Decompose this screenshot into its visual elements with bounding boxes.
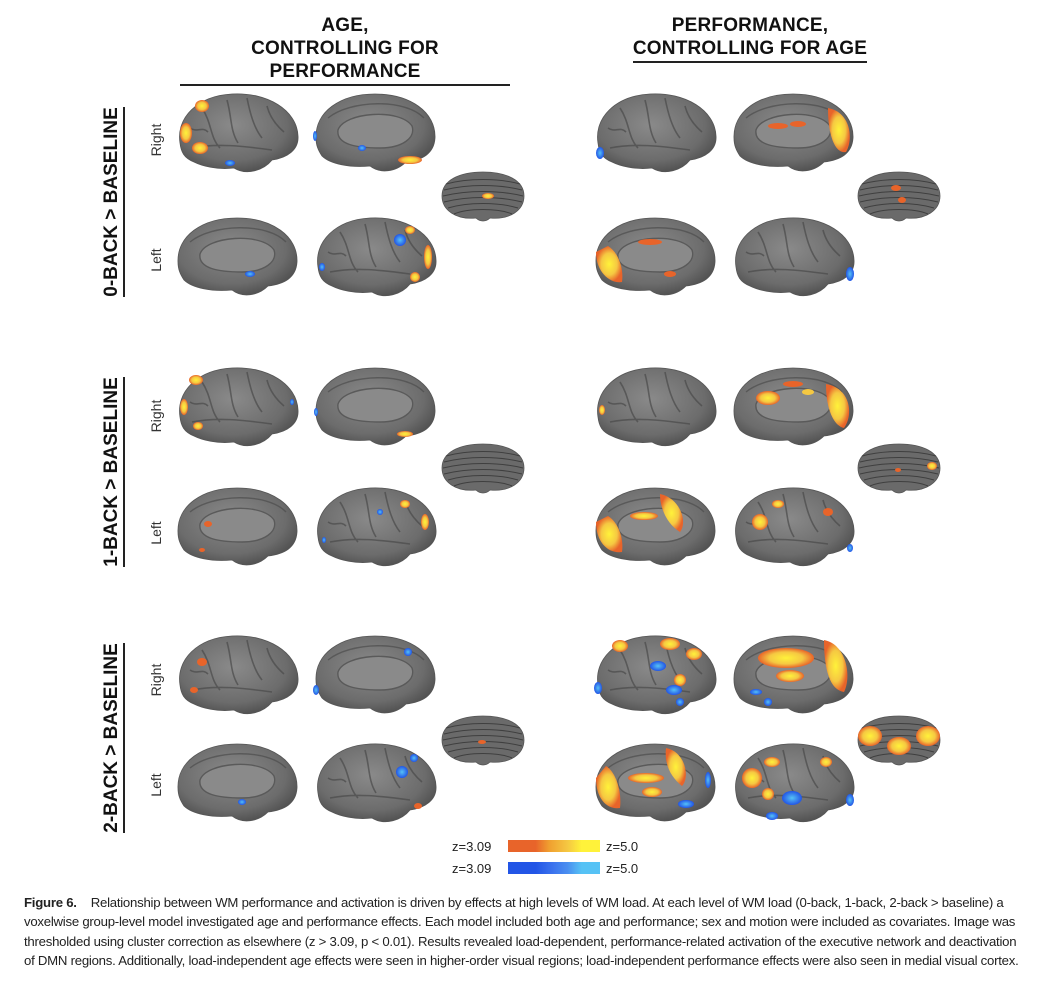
legend-positive: z=3.09 z=5.0 bbox=[452, 835, 638, 857]
cerebellum-age-0back bbox=[438, 168, 528, 224]
brain-perf-2back-left-lateral bbox=[728, 738, 858, 828]
side-label-right-2: Right bbox=[148, 663, 164, 697]
brain-age-2back-right-medial bbox=[313, 630, 440, 720]
brain-age-0back-right-lateral bbox=[172, 88, 302, 178]
brain-perf-1back-left-medial bbox=[590, 482, 720, 572]
brain-perf-0back-left-medial bbox=[590, 212, 720, 302]
side-label-left-2: Left bbox=[148, 773, 164, 797]
brain-age-0back-right-medial bbox=[313, 88, 440, 178]
brain-age-0back-left-lateral bbox=[310, 212, 440, 302]
brain-perf-2back-right-lateral bbox=[594, 630, 720, 720]
brain-perf-2back-right-medial bbox=[728, 630, 858, 720]
column-header-age: AGE, CONTROLLING FOR PERFORMANCE bbox=[180, 14, 510, 86]
side-label-right-1: Right bbox=[148, 399, 164, 433]
column-header-performance-line1: PERFORMANCE, bbox=[671, 15, 829, 36]
figure-caption-text: Relationship between WM performance and … bbox=[24, 895, 1019, 969]
brain-age-1back-right-medial bbox=[314, 362, 440, 452]
brain-age-1back-left-lateral bbox=[310, 482, 440, 572]
cerebellum-perf-0back bbox=[854, 168, 944, 224]
row-label-1back: 1-BACK > BASELINE bbox=[101, 377, 125, 567]
cerebellum-perf-2back bbox=[854, 712, 944, 768]
figure-caption-label: Figure 6. bbox=[24, 895, 77, 910]
brain-perf-1back-right-medial bbox=[728, 362, 858, 452]
brain-age-2back-right-lateral bbox=[172, 630, 302, 720]
cerebellum-perf-1back bbox=[854, 440, 944, 496]
side-label-right-0: Right bbox=[148, 123, 164, 157]
legend-negative-low: z=3.09 bbox=[452, 860, 492, 876]
column-header-age-line1: AGE, bbox=[321, 15, 369, 36]
column-header-performance-line2: CONTROLLING FOR AGE bbox=[632, 37, 868, 63]
brain-age-1back-left-medial bbox=[172, 482, 302, 572]
side-label-left-0: Left bbox=[148, 248, 164, 272]
cerebellum-age-2back bbox=[438, 712, 528, 768]
brain-age-0back-left-medial bbox=[172, 212, 302, 302]
brain-perf-0back-right-medial bbox=[728, 88, 858, 178]
legend-positive-low: z=3.09 bbox=[452, 838, 492, 854]
column-header-age-line2: CONTROLLING FOR PERFORMANCE bbox=[180, 37, 510, 86]
row-label-2back: 2-BACK > BASELINE bbox=[101, 643, 125, 833]
brain-age-2back-left-lateral bbox=[310, 738, 440, 828]
legend-negative: z=3.09 z=5.0 bbox=[452, 857, 638, 879]
column-header-performance: PERFORMANCE, CONTROLLING FOR AGE bbox=[620, 14, 880, 63]
side-label-left-1: Left bbox=[148, 521, 164, 545]
legend-negative-bar bbox=[508, 862, 600, 874]
brain-age-2back-left-medial bbox=[172, 738, 302, 828]
legend-negative-high: z=5.0 bbox=[606, 860, 639, 876]
brain-perf-1back-left-lateral bbox=[728, 482, 858, 572]
legend-positive-high: z=5.0 bbox=[606, 838, 639, 854]
brain-perf-0back-left-lateral bbox=[728, 212, 858, 302]
brain-age-1back-right-lateral bbox=[172, 362, 302, 452]
brain-perf-0back-right-lateral bbox=[596, 88, 720, 178]
cerebellum-age-1back bbox=[438, 440, 528, 496]
figure-caption: Figure 6.Relationship between WM perform… bbox=[24, 893, 1024, 971]
brain-perf-2back-left-medial bbox=[590, 738, 720, 828]
row-label-0back: 0-BACK > BASELINE bbox=[101, 107, 125, 297]
brain-perf-1back-right-lateral bbox=[590, 362, 720, 452]
legend-positive-bar bbox=[508, 840, 600, 852]
color-legend: z=3.09 z=5.0 z=3.09 z=5.0 bbox=[452, 835, 638, 879]
